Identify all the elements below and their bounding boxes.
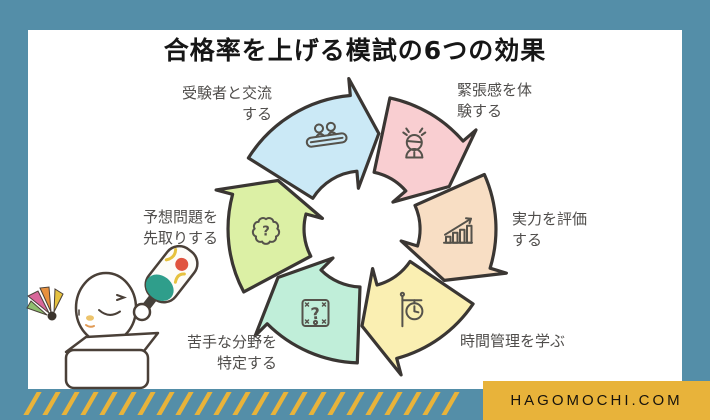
cycle-segment-top-left bbox=[246, 77, 381, 200]
segment-label-bottom-left: 苦手な分野を 特定する bbox=[186, 333, 277, 372]
stripe-slash bbox=[80, 392, 99, 415]
segment-label-top-left: 受験者と交流 する bbox=[181, 84, 272, 123]
cycle-segment-right bbox=[399, 172, 508, 282]
stripe-slash bbox=[61, 392, 80, 415]
stripe-slash bbox=[270, 392, 289, 415]
stripe-slash bbox=[327, 392, 346, 415]
stripe-slash bbox=[232, 392, 251, 415]
site-badge: HAGOMOCHI.COM bbox=[483, 381, 710, 420]
stripe-slash bbox=[384, 392, 403, 415]
stripe-slash bbox=[118, 392, 137, 415]
stripe-slash bbox=[289, 392, 308, 415]
stripe-slash bbox=[99, 392, 118, 415]
segment-label-bottom-right: 時間管理を学ぶ bbox=[460, 332, 566, 350]
stripe-slash bbox=[251, 392, 270, 415]
cycle-segment-top-right bbox=[372, 96, 478, 204]
segment-label-top-right: 緊張感を体 験する bbox=[457, 81, 533, 120]
segment-label-left: 予想問題を 先取りする bbox=[143, 208, 219, 247]
stripe-slash bbox=[42, 392, 61, 415]
stripe-slash bbox=[403, 392, 422, 415]
mochi-character-body bbox=[64, 271, 160, 390]
decorative-stripes bbox=[23, 392, 460, 416]
site-url-text: HAGOMOCHI.COM bbox=[510, 392, 683, 409]
hagoita-paddle-icon bbox=[138, 244, 199, 316]
stripe-slash bbox=[194, 392, 213, 415]
stripe-slash bbox=[213, 392, 232, 415]
stripe-slash bbox=[365, 392, 384, 415]
stripe-slash bbox=[137, 392, 156, 415]
cycle-segment-bottom-left bbox=[253, 256, 362, 365]
segment-label-right: 実力を評価 する bbox=[512, 210, 588, 249]
stripe-slash bbox=[156, 392, 175, 415]
page-title: 合格率を上げる模試の6つの効果 bbox=[163, 36, 547, 65]
stripe-slash bbox=[175, 392, 194, 415]
stripe-slash bbox=[422, 392, 441, 415]
stripe-slash bbox=[308, 392, 327, 415]
shuttlecock-icon bbox=[26, 286, 64, 321]
stripe-slash bbox=[346, 392, 365, 415]
hagomochi-character-icon bbox=[26, 244, 199, 390]
mochi-character-face bbox=[78, 294, 127, 328]
